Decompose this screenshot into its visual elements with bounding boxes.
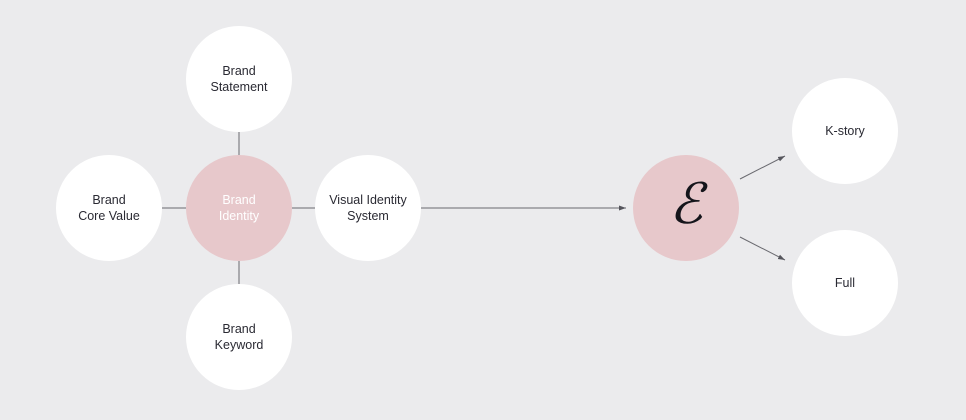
visual-identity-system-node: Visual Identity System xyxy=(315,155,421,261)
brand-keyword-node: Brand Keyword xyxy=(186,284,292,390)
k-story-label: K-story xyxy=(825,124,865,138)
brand-identity-node: Brand Identity xyxy=(186,155,292,261)
full-node: Full xyxy=(792,230,898,336)
brand-statement-label: Brand Statement xyxy=(210,64,268,94)
visual-identity-system-label: Visual Identity System xyxy=(329,193,407,223)
full-label: Full xyxy=(834,276,856,290)
brand-keyword-label: Brand Keyword xyxy=(214,322,264,352)
brand-core-value-node: Brand Core Value xyxy=(56,155,162,261)
brand-core-value-label: Brand Core Value xyxy=(78,193,140,223)
k-story-node: K-story xyxy=(792,78,898,184)
arrow-logo-to-full xyxy=(739,236,786,261)
brand-identity-label: Brand Identity xyxy=(218,193,260,223)
arrow-logo-to-kstory xyxy=(739,155,786,180)
ornamental-e-monogram-icon: ℰ xyxy=(669,172,703,237)
brand-statement-node: Brand Statement xyxy=(186,26,292,132)
logo-node: ℰ xyxy=(633,155,739,261)
